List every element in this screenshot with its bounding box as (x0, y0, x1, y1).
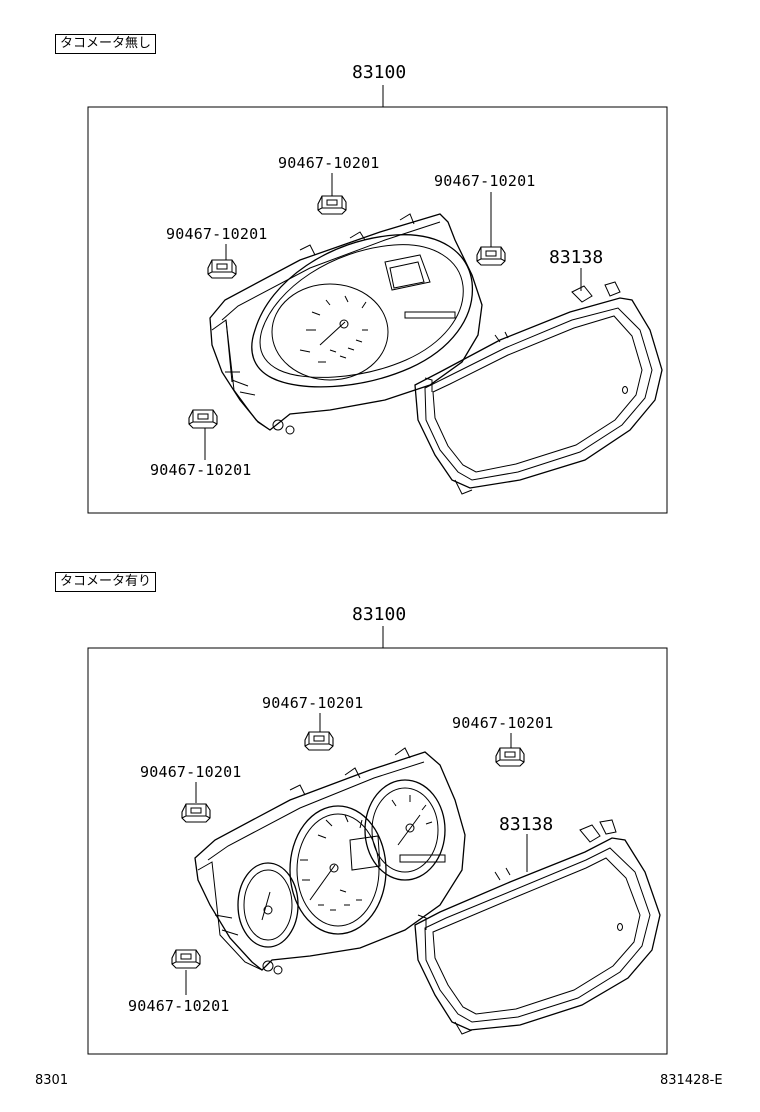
cover-number-2: 83138 (499, 814, 554, 835)
clip-part-top-1 (317, 195, 347, 215)
clip-part-bottom-1 (188, 409, 218, 429)
assembly-number-2: 83100 (352, 604, 407, 625)
clip-label-right-2: 90467-10201 (452, 714, 554, 732)
clip-part-left-2 (181, 803, 211, 823)
clip-part-right-1 (476, 246, 506, 266)
assembly-number-1: 83100 (352, 62, 407, 83)
clip-label-right-1: 90467-10201 (434, 172, 536, 190)
meter-cover-2 (414, 819, 661, 1035)
clip-part-bottom-2 (171, 949, 201, 969)
variant-tag-no-tachometer: タコメータ無し (55, 34, 157, 54)
clip-part-right-2 (495, 747, 525, 767)
page-code-right: 831428-E (660, 1073, 723, 1088)
clip-label-left-1: 90467-10201 (166, 225, 268, 243)
clip-label-top-1: 90467-10201 (278, 154, 380, 172)
clip-label-bottom-2: 90467-10201 (128, 997, 230, 1015)
combination-meter-1 (209, 213, 483, 435)
clip-part-top-2 (304, 731, 334, 751)
clip-label-bottom-1: 90467-10201 (150, 461, 252, 479)
variant-tag-with-tachometer: タコメータ有り (55, 572, 157, 592)
meter-cover-1 (414, 281, 663, 495)
section-2-frame (87, 626, 668, 1055)
page-code-left: 8301 (35, 1073, 69, 1088)
clip-label-left-2: 90467-10201 (140, 763, 242, 781)
cover-number-1: 83138 (549, 247, 604, 268)
clip-label-top-2: 90467-10201 (262, 694, 364, 712)
combination-meter-2 (194, 747, 466, 975)
clip-part-left-1 (207, 259, 237, 279)
section-1-frame (87, 85, 668, 514)
